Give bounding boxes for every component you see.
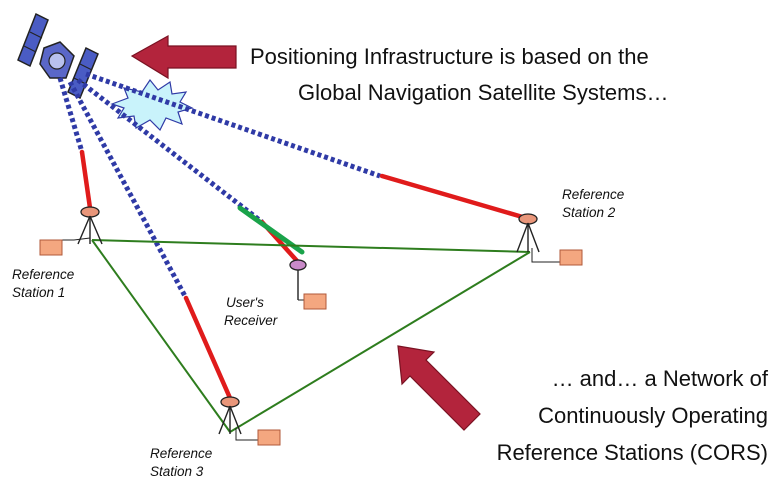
network-line-3-2	[229, 251, 531, 433]
network-line-1-2	[91, 239, 531, 253]
signal-path-station-3	[67, 80, 189, 300]
caption-bottom-line-3: Reference Stations (CORS)	[496, 440, 768, 465]
signal-segments	[79, 149, 529, 401]
receiver-box-icon	[39, 239, 63, 256]
caption-top-line-2: Global Navigation Satellite Systems…	[298, 80, 669, 105]
station-1-label-line-2: Station 1	[12, 285, 66, 300]
network-line-1-3	[91, 239, 231, 433]
caption-bottom-line-1: … and… a Network of	[551, 366, 768, 391]
arrow-icon	[397, 345, 481, 431]
station-2-label-line-1: Reference	[562, 187, 625, 202]
signal-segment-station-2	[379, 173, 529, 221]
arrow-icon	[130, 34, 237, 80]
antenna-icon	[516, 213, 560, 263]
user-receiver-label-line-1: User's	[226, 295, 264, 310]
user-receiver-label-line-2: Receiver	[224, 313, 278, 328]
satellite-icon	[17, 12, 99, 100]
antenna-icon	[218, 396, 258, 441]
antenna-icon	[289, 259, 307, 301]
station-3-label-line-1: Reference	[150, 446, 213, 461]
antenna-icon	[62, 206, 103, 245]
signal-paths	[57, 71, 381, 300]
station-3-label-line-2: Station 3	[150, 464, 204, 479]
receiver-box-icon	[257, 429, 281, 446]
user-receiver-label: User's Receiver	[210, 294, 290, 330]
station-2-label-line-2: Station 2	[562, 205, 616, 220]
station-3-label: Reference Station 3	[150, 445, 212, 481]
receiver-box-icon	[559, 249, 583, 266]
signal-path-station-1	[57, 77, 85, 153]
receiver-box-icon	[303, 293, 327, 310]
caption-bottom-line-2: Continuously Operating	[538, 403, 768, 428]
station-1-label: Reference Station 1	[12, 266, 74, 302]
station-2-label: Reference Station 2	[562, 186, 624, 222]
signal-path-station-2	[85, 71, 381, 179]
cors-network-lines	[91, 239, 531, 433]
signal-path-user	[76, 78, 264, 224]
station-1-label-line-1: Reference	[12, 267, 75, 282]
signal-segment-station-3	[183, 295, 233, 401]
caption-top-line-1: Positioning Infrastructure is based on t…	[250, 44, 649, 69]
signal-segment-station-1	[79, 149, 93, 211]
